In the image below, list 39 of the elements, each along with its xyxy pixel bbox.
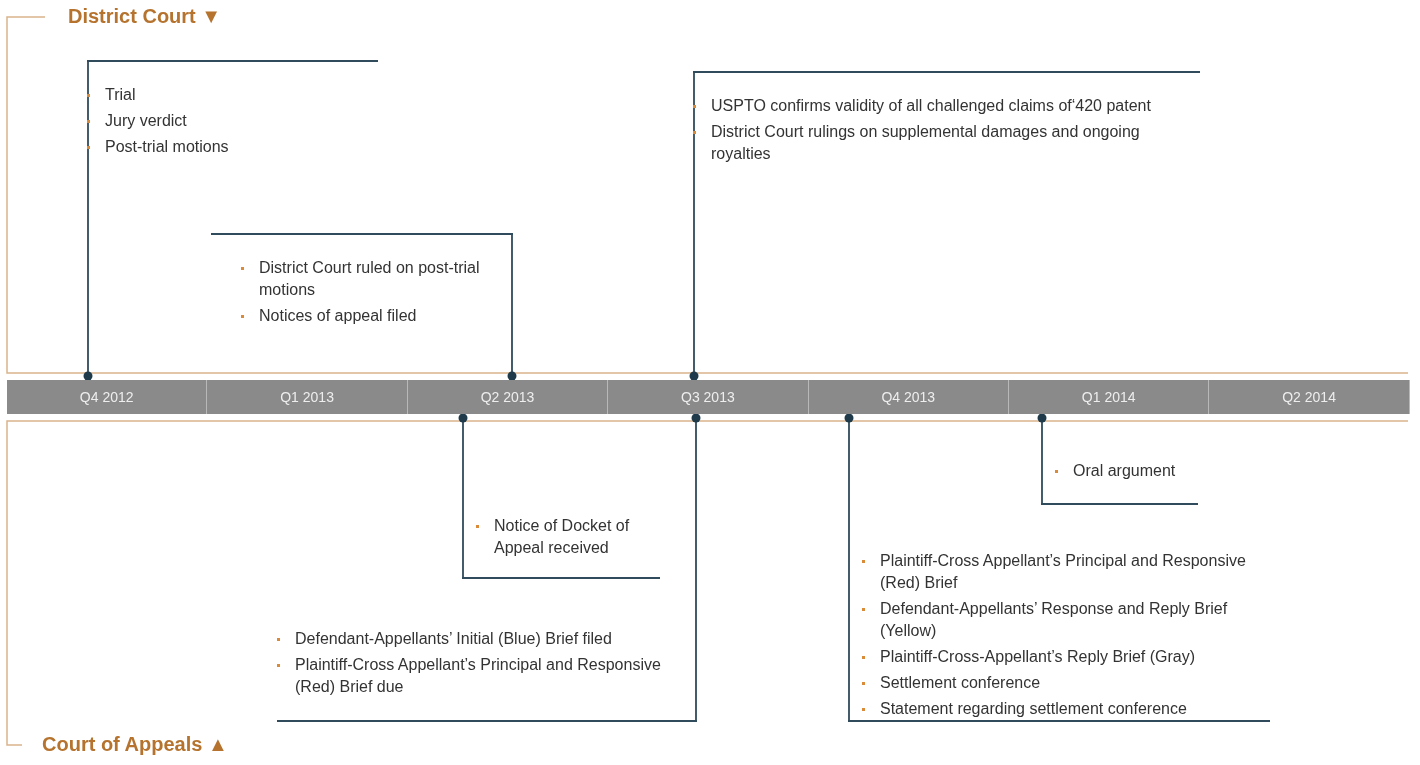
quarter-label: Q1 2013 [280,389,334,405]
bullet-text: Plaintiff-Cross Appellant’s Principal and Responsive (Red) Brief [862,550,1270,594]
bullet-text: Defendant-Appellants’ Response and Reply Brief (Yellow) [862,598,1270,642]
bullet-text: Post-trial motions [87,136,378,158]
bullet-text: Statement regarding settlement conference [862,698,1270,720]
quarter-label: Q2 2013 [480,389,535,405]
timeline-cell [1209,380,1410,414]
quarter-label: Q4 2012 [79,389,134,405]
timeline-cell [1009,380,1210,414]
leader-line [507,232,517,381]
bullet-text: Trial [87,84,378,106]
quarter-label: Q2 2014 [1282,389,1336,405]
bullet-text: District Court rulings on supplemental damages and ongoing royalties [693,121,1200,165]
leader-line [691,413,701,723]
bullet-text: Jury verdict [87,110,378,132]
bullet-text: District Court ruled on post-trial motions [241,257,513,301]
bullet-text: Settlement conference [862,672,1270,694]
leader-line [844,413,854,723]
bullet-text: Notice of Docket of Appeal received [476,515,660,559]
bullet-text: USPTO confirms validity of all challenged claims of‘420 patent [693,95,1200,117]
leader-line [458,413,468,580]
bullet-text: Plaintiff-Cross-Appellant’s Reply Brief (Gray) [862,646,1270,668]
quarter-label: Q1 2014 [1081,389,1136,405]
bullet-text: Notices of appeal filed [241,305,513,327]
timeline-cell [407,380,609,414]
quarter-label: Q4 2013 [881,389,936,405]
bullet-text: Oral argument [1055,460,1198,482]
bullet-text: Defendant-Appellants’ Initial (Blue) Brief filed [277,628,697,650]
timeline-cell [808,380,1009,414]
section-heading: Court of Appeals ▲ [42,733,228,756]
leader-line [1037,413,1047,506]
leader-line [83,59,93,381]
quarter-label: Q3 2013 [681,389,735,405]
section-heading: District Court ▼ [68,5,222,28]
timeline-cell [207,380,408,414]
leader-line [689,70,699,381]
timeline-cell [7,380,208,414]
bullet-text: Plaintiff-Cross Appellant’s Principal and Responsive (Red) Brief due [277,654,697,698]
timeline-cell [608,380,809,414]
